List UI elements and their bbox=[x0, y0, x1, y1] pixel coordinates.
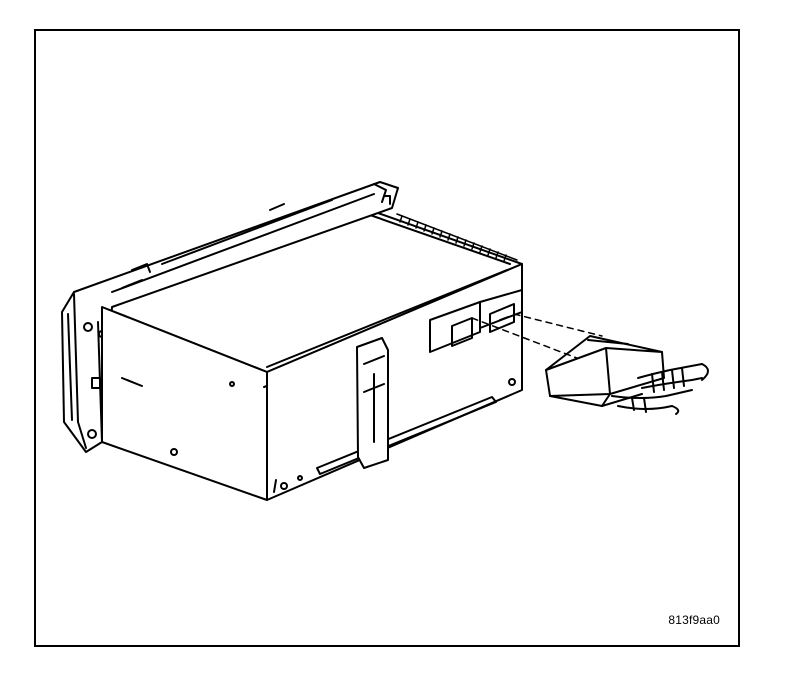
heat-sink-fins bbox=[396, 213, 518, 262]
harness-wires bbox=[611, 363, 709, 415]
figure-frame: 813f9aa0 bbox=[34, 29, 740, 647]
radio-connector-socket bbox=[429, 289, 523, 353]
radio-front-bezel bbox=[61, 181, 399, 453]
radio-unit-wire-connector-icon bbox=[61, 181, 709, 501]
wire-harness-connector bbox=[545, 335, 665, 407]
alignment-guide bbox=[471, 313, 603, 361]
figure-caption-code: 813f9aa0 bbox=[668, 613, 720, 627]
